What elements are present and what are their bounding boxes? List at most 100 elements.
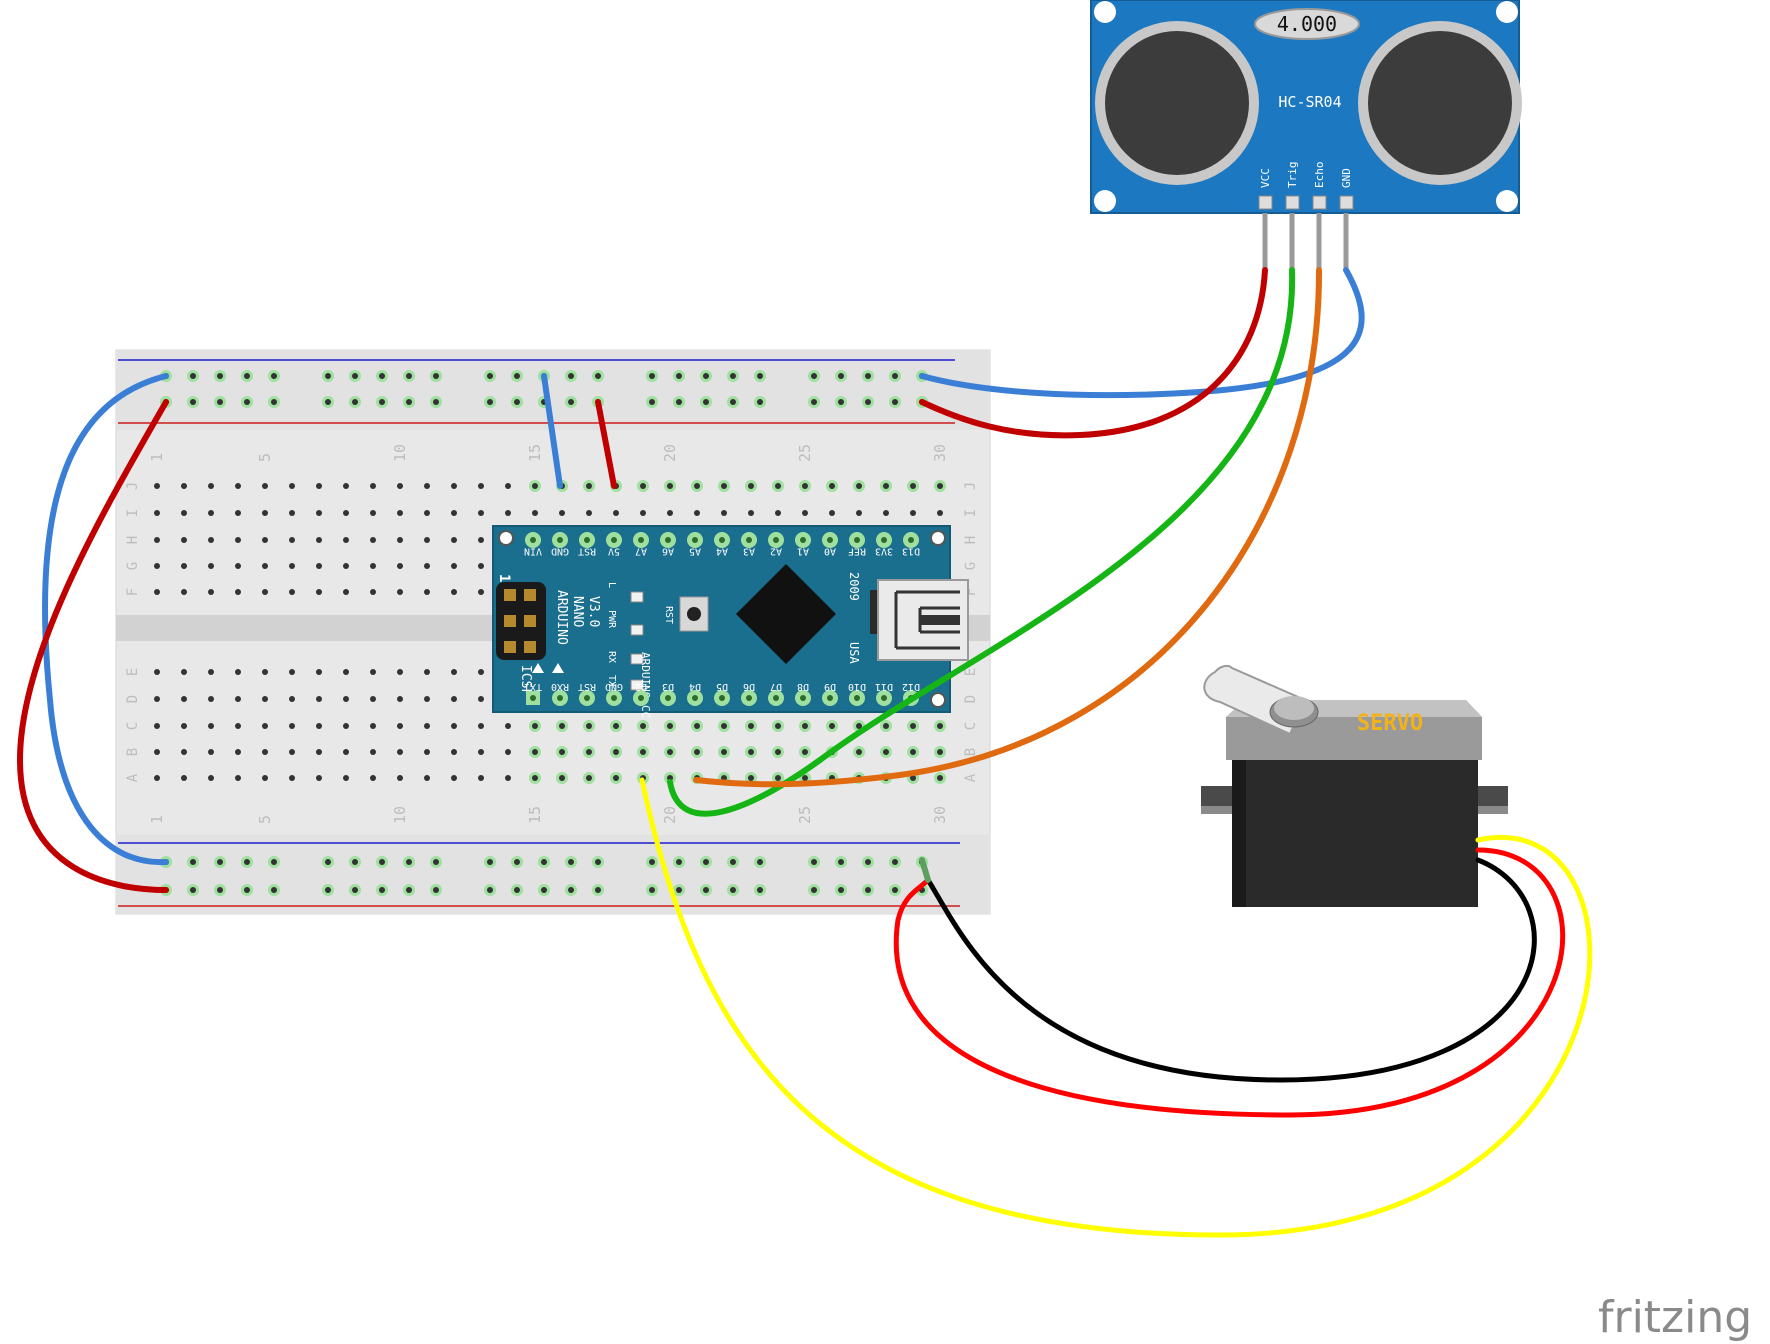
rail-hole[interactable] — [244, 859, 250, 865]
breadboard-hole[interactable] — [370, 510, 376, 516]
breadboard-hole[interactable] — [424, 510, 430, 516]
breadboard-hole[interactable] — [856, 483, 862, 489]
breadboard-hole[interactable] — [316, 749, 322, 755]
rail-hole[interactable] — [325, 859, 331, 865]
rail-hole[interactable] — [433, 373, 439, 379]
breadboard-hole[interactable] — [883, 510, 889, 516]
breadboard-hole[interactable] — [532, 483, 538, 489]
breadboard-hole[interactable] — [343, 723, 349, 729]
rail-hole[interactable] — [352, 373, 358, 379]
breadboard-hole[interactable] — [775, 723, 781, 729]
breadboard-hole[interactable] — [370, 775, 376, 781]
breadboard-hole[interactable] — [478, 537, 484, 543]
breadboard-hole[interactable] — [154, 723, 160, 729]
breadboard-hole[interactable] — [397, 749, 403, 755]
breadboard-hole[interactable] — [505, 483, 511, 489]
breadboard-hole[interactable] — [208, 723, 214, 729]
breadboard-hole[interactable] — [478, 696, 484, 702]
breadboard-hole[interactable] — [694, 723, 700, 729]
breadboard-hole[interactable] — [451, 537, 457, 543]
rail-hole[interactable] — [325, 373, 331, 379]
breadboard-hole[interactable] — [586, 510, 592, 516]
gnd-jumper-blue[interactable] — [541, 373, 563, 489]
breadboard-hole[interactable] — [451, 483, 457, 489]
breadboard-hole[interactable] — [802, 749, 808, 755]
breadboard-hole[interactable] — [235, 483, 241, 489]
breadboard-hole[interactable] — [721, 749, 727, 755]
breadboard-hole[interactable] — [667, 510, 673, 516]
breadboard-hole[interactable] — [181, 483, 187, 489]
breadboard-hole[interactable] — [424, 563, 430, 569]
breadboard-hole[interactable] — [289, 723, 295, 729]
breadboard-hole[interactable] — [208, 696, 214, 702]
breadboard-hole[interactable] — [289, 669, 295, 675]
breadboard-hole[interactable] — [478, 669, 484, 675]
breadboard-hole[interactable] — [397, 510, 403, 516]
rail-hole[interactable] — [676, 373, 682, 379]
rail-hole[interactable] — [649, 399, 655, 405]
breadboard-hole[interactable] — [451, 696, 457, 702]
breadboard-hole[interactable] — [316, 589, 322, 595]
breadboard-hole[interactable] — [343, 483, 349, 489]
breadboard-hole[interactable] — [370, 537, 376, 543]
breadboard-hole[interactable] — [559, 723, 565, 729]
breadboard-hole[interactable] — [829, 723, 835, 729]
breadboard-hole[interactable] — [397, 589, 403, 595]
rail-hole[interactable] — [568, 887, 574, 893]
breadboard-hole[interactable] — [721, 483, 727, 489]
rail-hole[interactable] — [244, 373, 250, 379]
breadboard-hole[interactable] — [640, 483, 646, 489]
breadboard-hole[interactable] — [802, 483, 808, 489]
rail-hole[interactable] — [379, 373, 385, 379]
breadboard-hole[interactable] — [370, 563, 376, 569]
breadboard-hole[interactable] — [424, 537, 430, 543]
breadboard-hole[interactable] — [316, 775, 322, 781]
breadboard-hole[interactable] — [424, 723, 430, 729]
rail-hole[interactable] — [595, 887, 601, 893]
rail-hole[interactable] — [190, 373, 196, 379]
rail-hole[interactable] — [838, 399, 844, 405]
rail-hole[interactable] — [649, 373, 655, 379]
breadboard-hole[interactable] — [667, 749, 673, 755]
rail-hole[interactable] — [703, 887, 709, 893]
breadboard-hole[interactable] — [154, 563, 160, 569]
rail-hole[interactable] — [757, 373, 763, 379]
rail-hole[interactable] — [676, 859, 682, 865]
breadboard-hole[interactable] — [154, 749, 160, 755]
servo-motor[interactable]: SERVO — [1201, 664, 1508, 907]
breadboard-hole[interactable] — [316, 483, 322, 489]
breadboard-hole[interactable] — [937, 723, 943, 729]
breadboard-hole[interactable] — [154, 696, 160, 702]
breadboard-hole[interactable] — [802, 723, 808, 729]
servo-wire-red[interactable] — [893, 847, 1566, 1118]
ultrasonic-sensor[interactable]: 4.000 HC-SR04 VCC Trig Echo GND — [1090, 0, 1522, 270]
rail-hole[interactable] — [865, 373, 871, 379]
breadboard-hole[interactable] — [235, 589, 241, 595]
breadboard-hole[interactable] — [289, 483, 295, 489]
rail-hole[interactable] — [217, 887, 223, 893]
rail-hole[interactable] — [541, 859, 547, 865]
breadboard-hole[interactable] — [235, 775, 241, 781]
rail-hole[interactable] — [487, 859, 493, 865]
breadboard-hole[interactable] — [397, 537, 403, 543]
rail-hole[interactable] — [649, 859, 655, 865]
rail-hole[interactable] — [514, 887, 520, 893]
breadboard-hole[interactable] — [937, 775, 943, 781]
breadboard-hole[interactable] — [640, 510, 646, 516]
breadboard-hole[interactable] — [424, 483, 430, 489]
breadboard-hole[interactable] — [289, 696, 295, 702]
breadboard-hole[interactable] — [559, 775, 565, 781]
rail-hole[interactable] — [433, 859, 439, 865]
rail-hole[interactable] — [406, 859, 412, 865]
rail-hole[interactable] — [757, 399, 763, 405]
breadboard-hole[interactable] — [667, 723, 673, 729]
breadboard-hole[interactable] — [532, 510, 538, 516]
sensor-trig-wire-green[interactable] — [667, 267, 1296, 817]
rail-hole[interactable] — [217, 399, 223, 405]
breadboard-hole[interactable] — [262, 563, 268, 569]
breadboard-hole[interactable] — [478, 483, 484, 489]
rail-hole[interactable] — [271, 887, 277, 893]
rail-hole[interactable] — [379, 859, 385, 865]
rail-hole[interactable] — [811, 399, 817, 405]
breadboard-hole[interactable] — [775, 510, 781, 516]
